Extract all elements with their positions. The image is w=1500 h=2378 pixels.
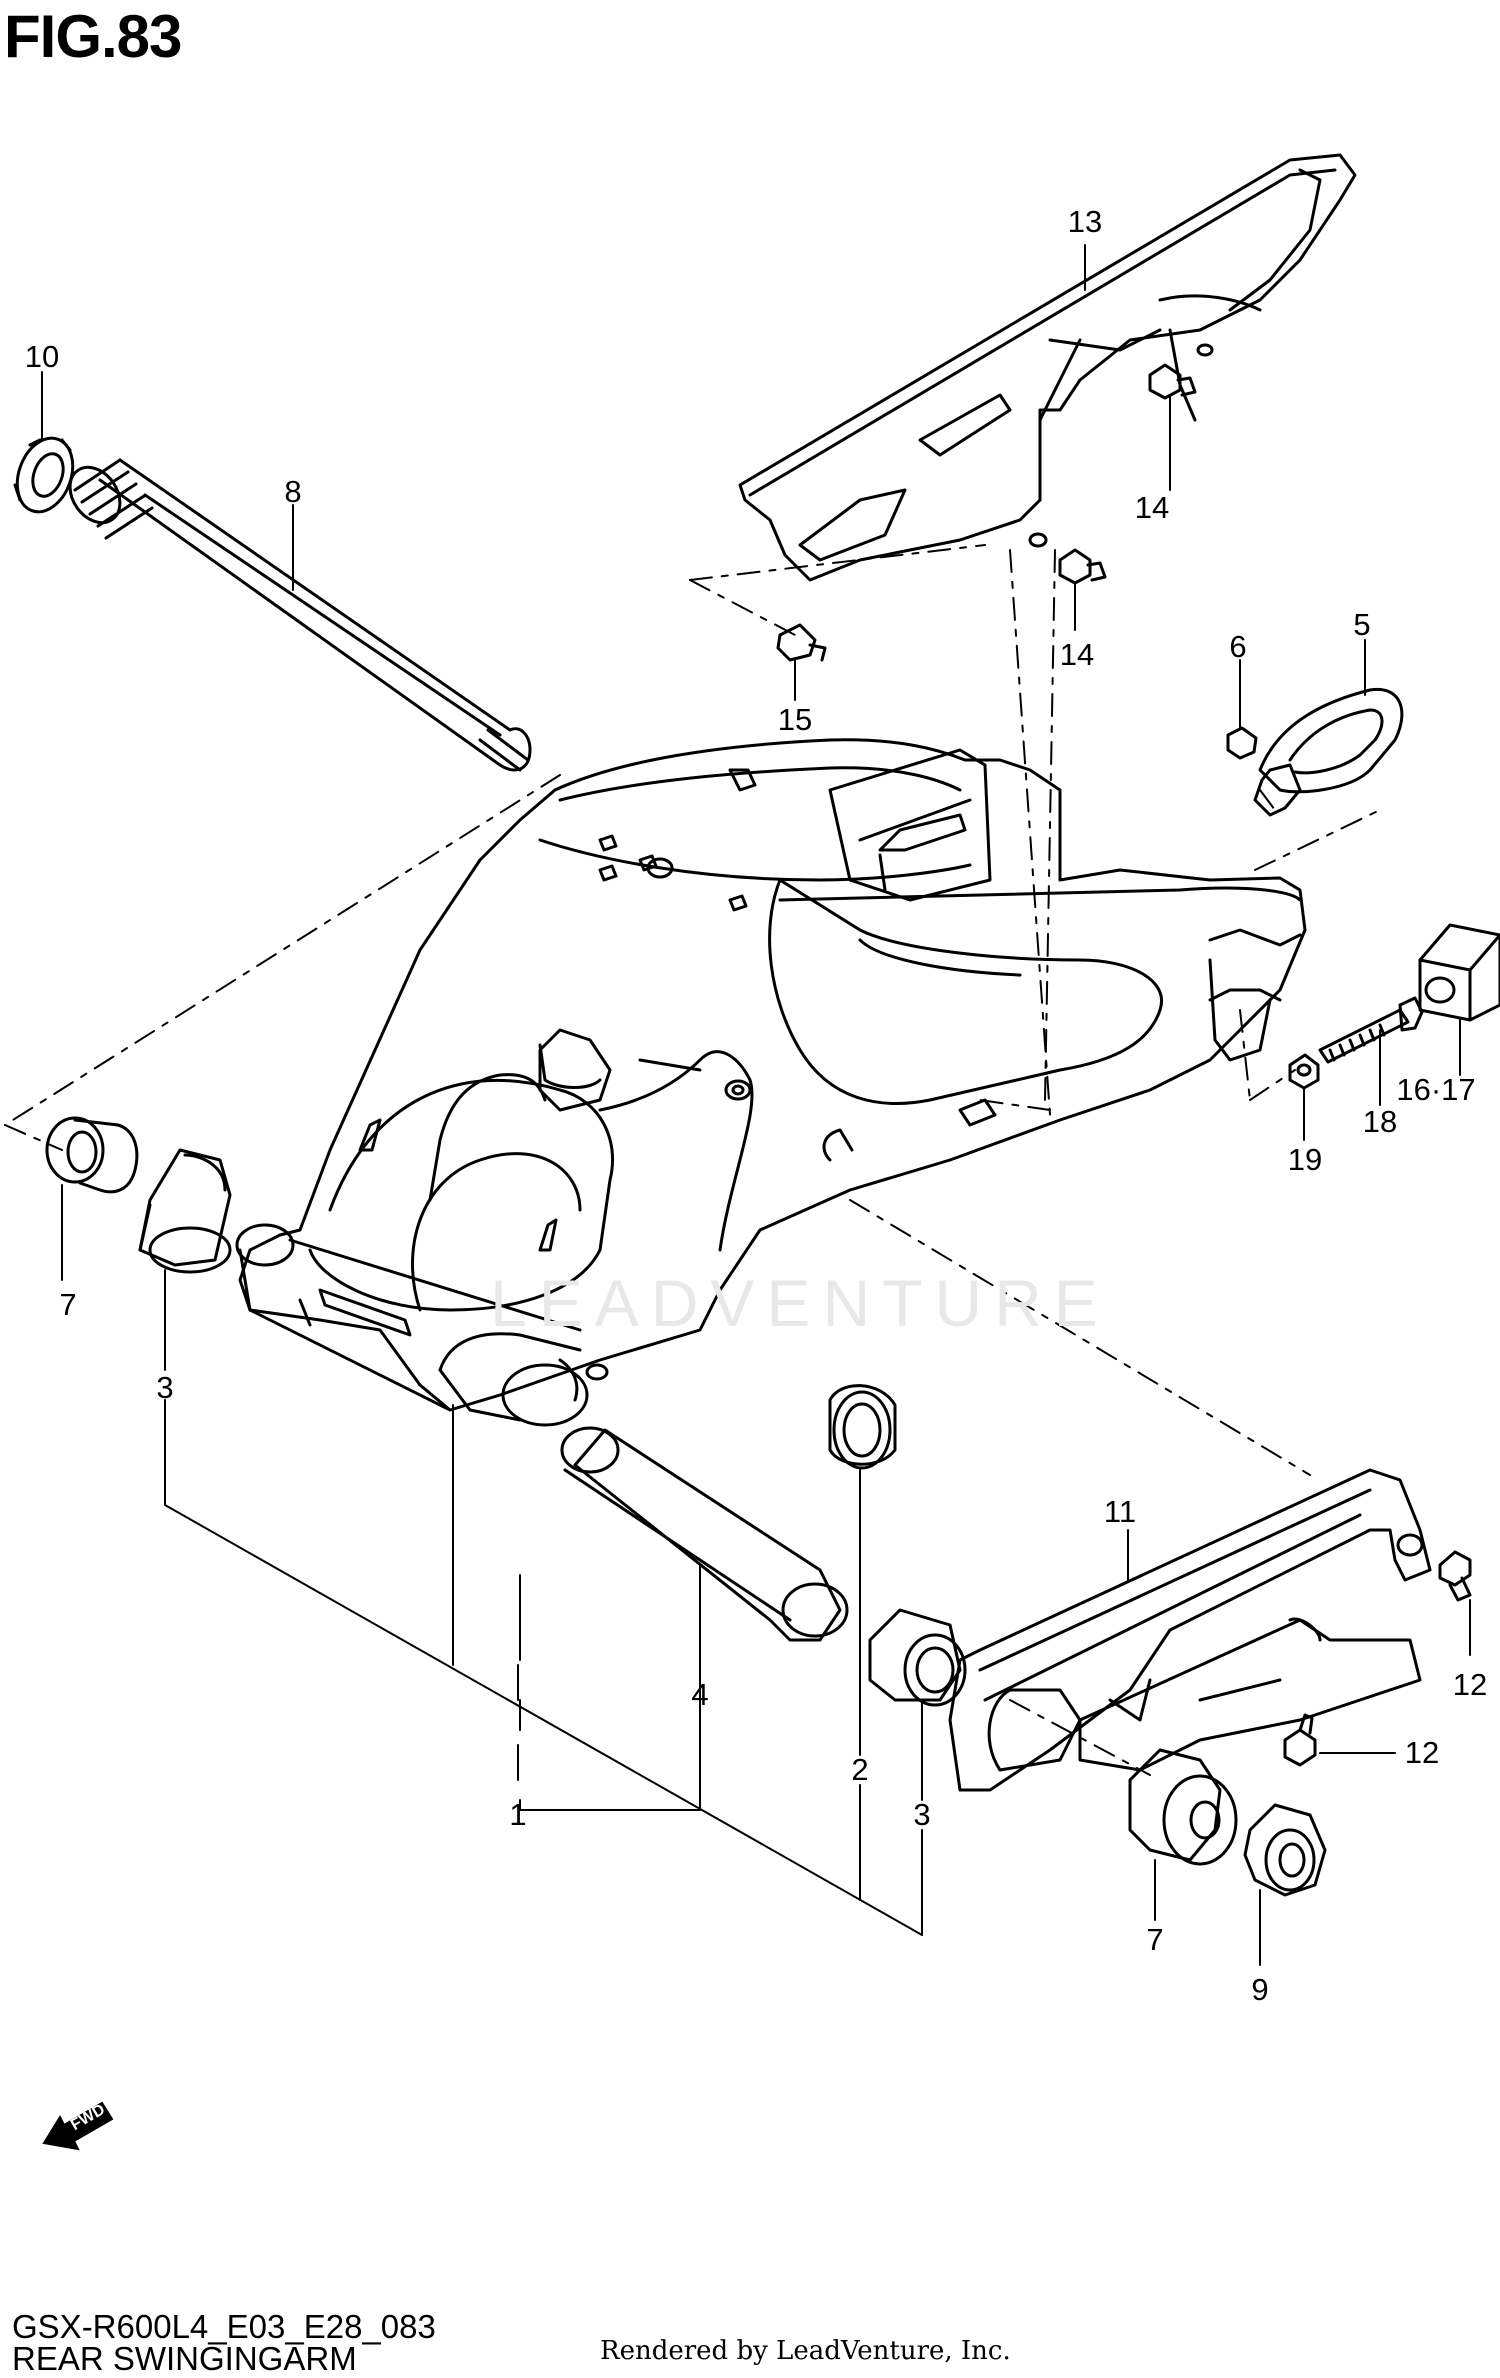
bolt-14-lower (1058, 548, 1107, 585)
fwd-arrow-icon: FWD (40, 2095, 120, 2155)
bolt-12-lower (1283, 1713, 1317, 1767)
callout-3-left: 3 (156, 1370, 174, 1405)
callout-10: 10 (24, 339, 60, 374)
callout-4: 4 (691, 1677, 709, 1712)
callout-3-right: 3 (913, 1797, 931, 1832)
adjuster-block-part (1418, 923, 1500, 1022)
chain-buffer-part (948, 1468, 1432, 1792)
callout-14-lower: 14 (1059, 637, 1095, 672)
bearing-3-left (138, 1148, 232, 1274)
bolt-14-upper (1148, 363, 1197, 400)
diagram-name: REAR SWINGINGARM (12, 2340, 357, 2377)
callout-12-upper: 12 (1452, 1667, 1488, 1702)
callout-1: 1 (509, 1797, 527, 1832)
callout-11: 11 (1103, 1494, 1137, 1529)
pivot-tube (235, 1223, 609, 1427)
callout-18: 18 (1362, 1104, 1398, 1139)
clip-15 (776, 623, 827, 662)
leader-lines (41, 244, 1471, 1966)
callout-5: 5 (1353, 607, 1371, 642)
figure-title: FIG.83 (4, 3, 182, 70)
rendered-by-credit: Rendered by LeadVenture, Inc. (600, 2336, 1011, 2366)
callout-2: 2 (851, 1752, 869, 1787)
callout-9: 9 (1251, 1972, 1269, 2007)
callout-16-17: 16·17 (1396, 1072, 1476, 1107)
adjuster-nut-19 (1288, 1053, 1320, 1090)
callout-14-upper: 14 (1134, 490, 1170, 525)
spacer-7-right (1128, 1748, 1238, 1866)
pivot-nut-part (13, 436, 75, 514)
chain-guard-part (738, 153, 1357, 582)
adjuster-bolt-18 (1318, 996, 1424, 1064)
bolt-6 (1226, 726, 1258, 760)
bolt-12-upper (1438, 1550, 1472, 1602)
spacer-4 (560, 1426, 849, 1642)
callout-19: 19 (1287, 1142, 1323, 1177)
spacer-7-left (45, 1116, 139, 1194)
nut-9 (1243, 1803, 1327, 1897)
needle-bearing-2 (828, 1384, 897, 1470)
callout-8: 8 (284, 474, 302, 509)
dashed-lines (4, 544, 1381, 1776)
swingarm-part (238, 738, 1307, 1412)
diagram-code: GSX-R600L4_E03_E28_083 (12, 2308, 436, 2345)
watermark-text: LEADVENTURE (490, 1266, 1110, 1340)
chain-guide-lower (1078, 1617, 1422, 1772)
bearing-3-right (868, 1608, 967, 1707)
callout-7-left: 7 (59, 1287, 77, 1322)
adjuster-plate-part (1258, 687, 1404, 794)
callout-13: 13 (1067, 204, 1103, 239)
callout-7-right: 7 (1146, 1922, 1164, 1957)
callout-15: 15 (777, 702, 813, 737)
pivot-shaft-part (68, 458, 532, 772)
callout-12-lower: 12 (1404, 1735, 1440, 1770)
adjuster-clip (1253, 763, 1302, 817)
callout-6: 6 (1229, 629, 1247, 664)
